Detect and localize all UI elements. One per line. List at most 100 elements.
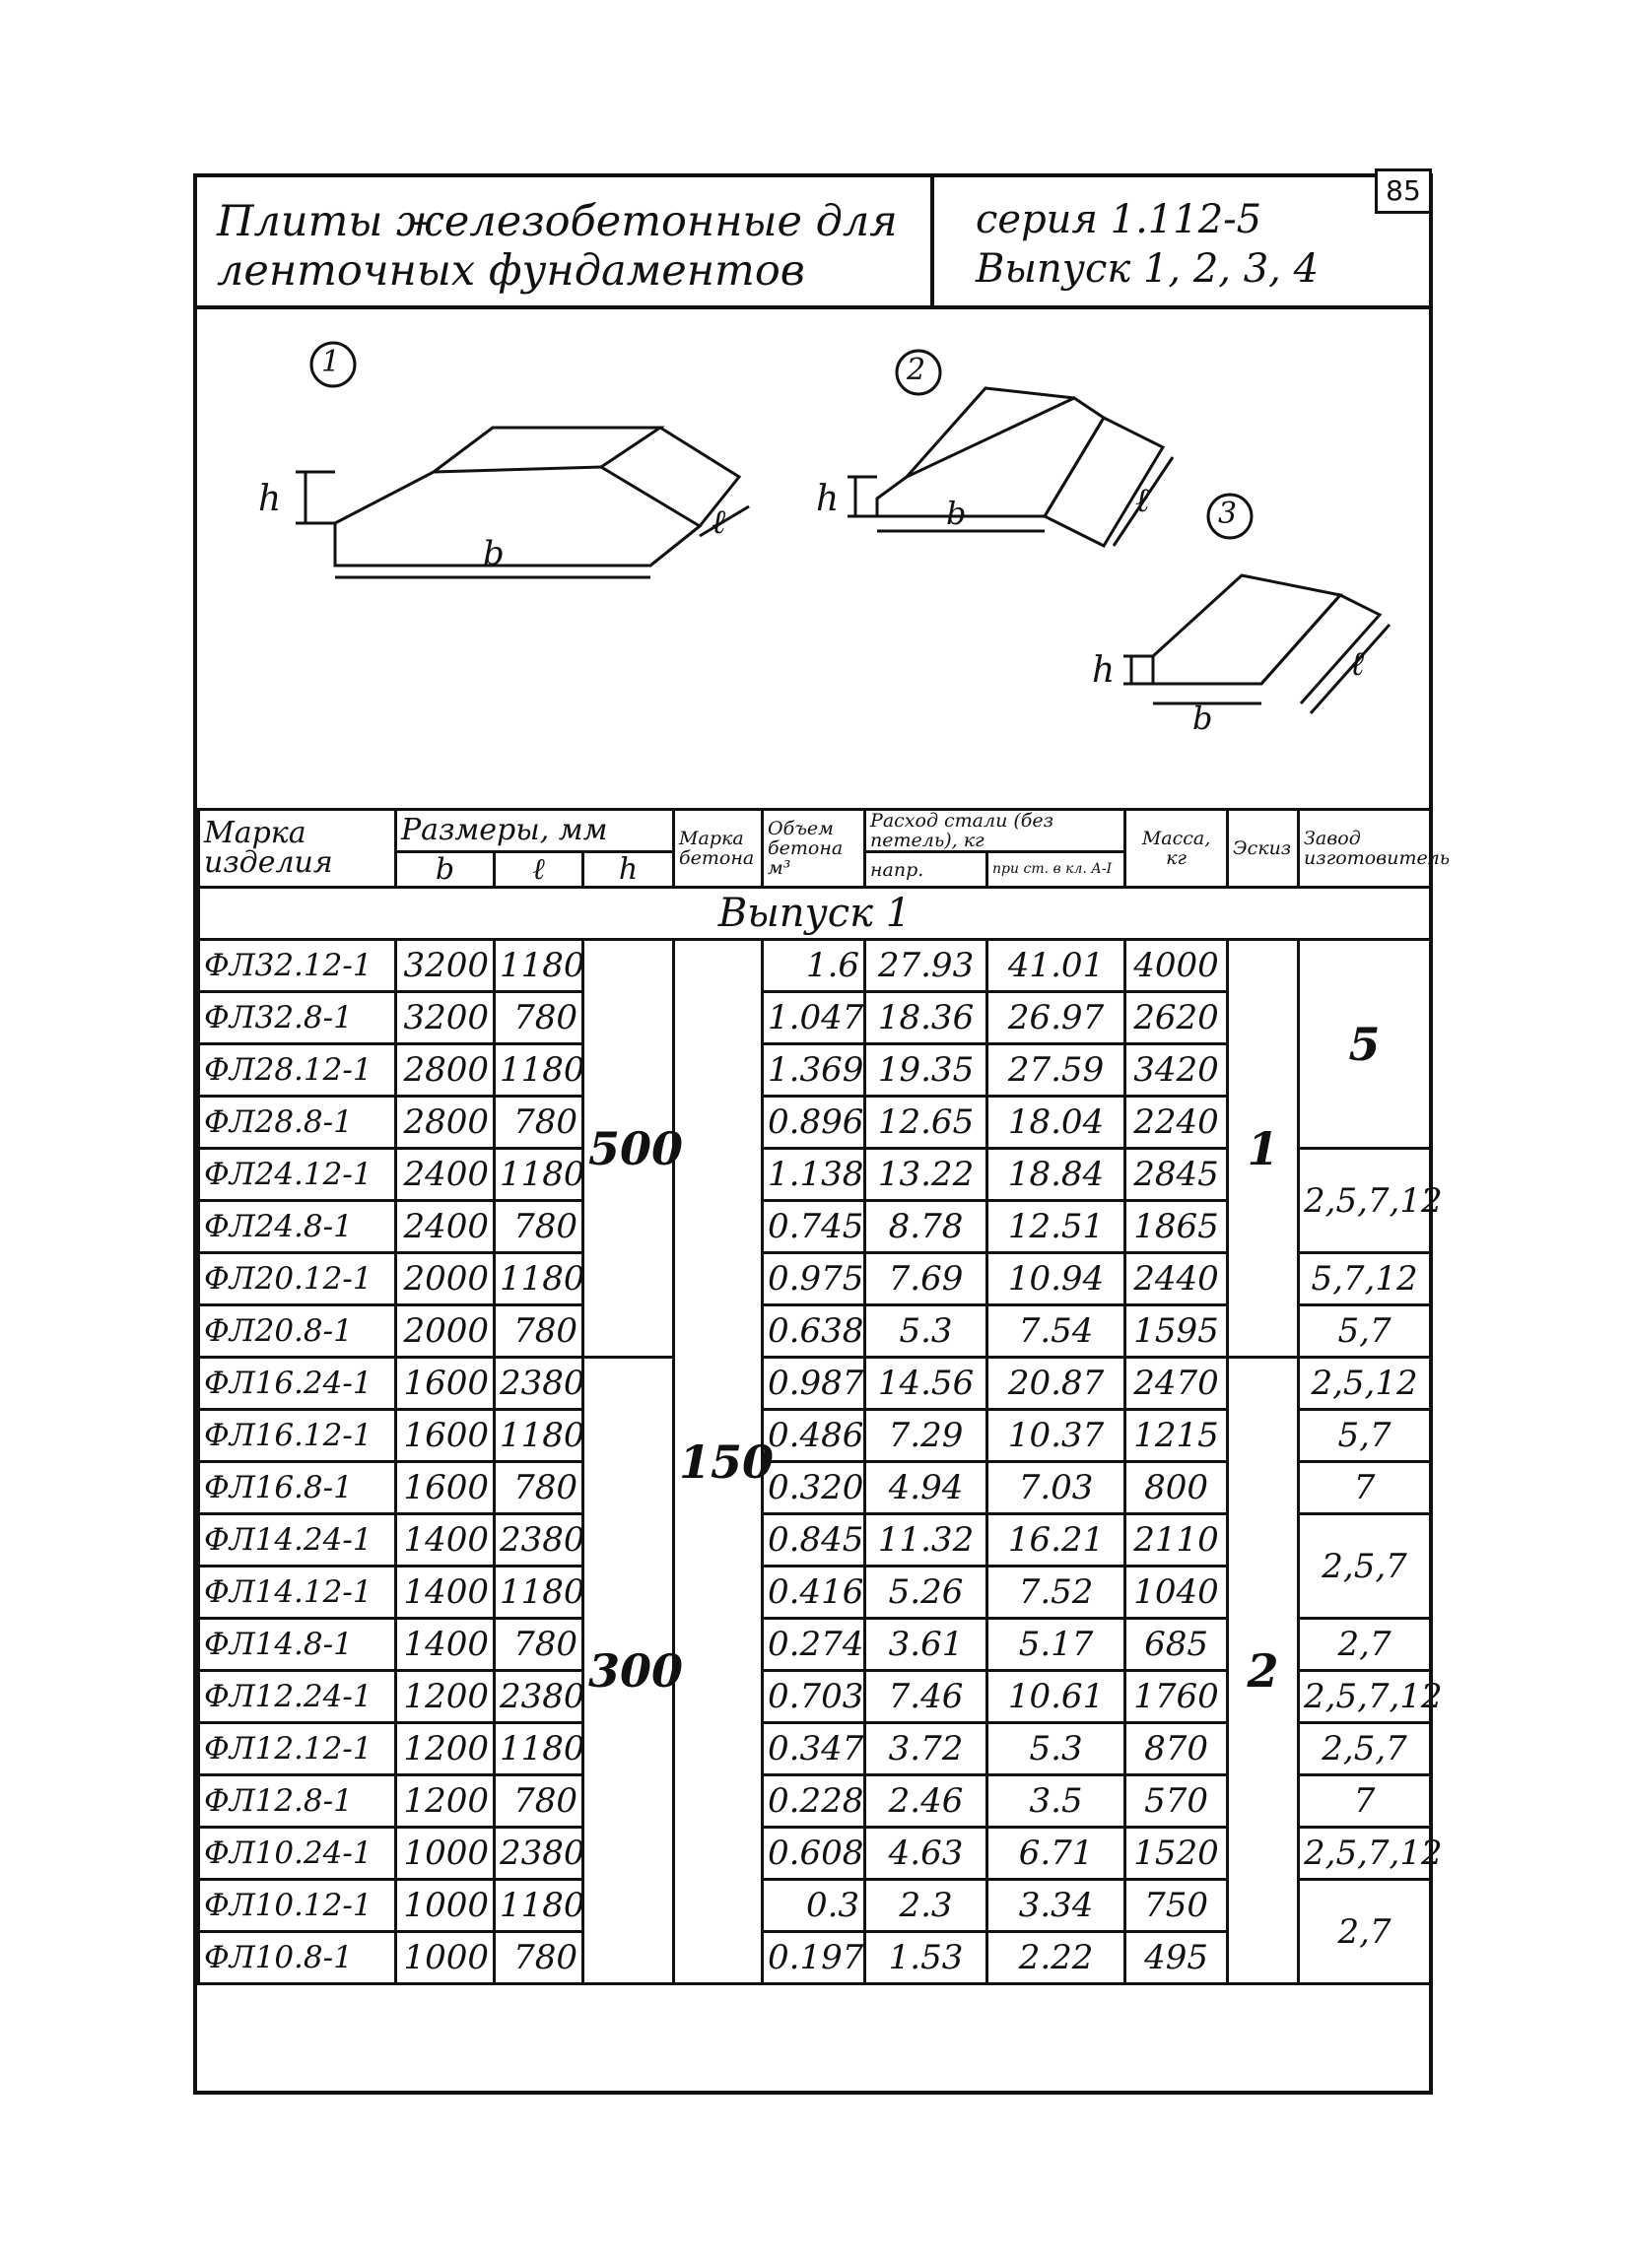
header-steel: Расход стали (без петель), кг [863, 808, 1127, 853]
sketch-1-l-label: ℓ [712, 502, 726, 542]
cell-mass: 3420 [1123, 1042, 1230, 1098]
drawing-sheet: Плиты железобетонные для ленточных фунда… [193, 173, 1450, 2095]
cell-steel-b: 12.51 [985, 1199, 1127, 1254]
cell-b: 1200 [394, 1773, 496, 1829]
cell-steel-a: 11.32 [863, 1512, 989, 1568]
cell-mass: 1040 [1123, 1565, 1230, 1620]
cell-steel-b: 5.3 [985, 1721, 1127, 1776]
cell-steel-a: 2.46 [863, 1773, 989, 1829]
cell-sketch: 2 [1226, 1356, 1301, 1985]
sketch-area: 1 h b ℓ 2 h b ℓ 3 h b ℓ [197, 309, 1429, 808]
cell-l: 1180 [493, 1878, 585, 1933]
cell-mass: 870 [1123, 1721, 1230, 1776]
cell-plant: 2,5,7 [1297, 1721, 1433, 1776]
cell-b: 1400 [394, 1617, 496, 1672]
cell-mass: 570 [1123, 1773, 1230, 1829]
sketch-3-number: 3 [1218, 497, 1238, 531]
section-title: Выпуск 1 [196, 886, 1433, 941]
cell-mark: ФЛ28.12-1 [197, 1042, 397, 1098]
cell-volume: 0.274 [761, 1617, 867, 1672]
header-mark: Марка изделия [197, 808, 397, 889]
cell-mass: 2845 [1123, 1147, 1230, 1202]
cell-plant: 2,5,7,12 [1297, 1147, 1443, 1254]
title-line-1: Плиты железобетонные для [217, 197, 898, 246]
cell-plant: 7 [1297, 1460, 1433, 1515]
cell-b: 1600 [394, 1460, 496, 1515]
cell-b: 3200 [394, 938, 496, 993]
cell-steel-b: 10.94 [985, 1251, 1127, 1306]
cell-steel-b: 18.04 [985, 1095, 1127, 1150]
cell-mass: 4000 [1123, 938, 1230, 993]
sketch-2-l-label: ℓ [1135, 481, 1150, 520]
cell-volume: 0.320 [761, 1460, 867, 1515]
sketch-1-b-label: b [483, 534, 505, 573]
cell-mass: 750 [1123, 1878, 1230, 1933]
cell-volume: 0.416 [761, 1565, 867, 1620]
cell-mass: 2240 [1123, 1095, 1230, 1150]
cell-steel-b: 3.5 [985, 1773, 1127, 1829]
page-number: 85 [1375, 168, 1432, 214]
cell-steel-a: 7.69 [863, 1251, 989, 1306]
cell-steel-a: 5.3 [863, 1303, 989, 1359]
cell-steel-b: 10.37 [985, 1408, 1127, 1463]
cell-l: 1180 [493, 938, 585, 993]
cell-b: 1600 [394, 1356, 496, 1411]
spec-table: Марка изделия Размеры, мм Марка бетона О… [196, 808, 1450, 1985]
cell-steel-a: 19.35 [863, 1042, 989, 1098]
cell-plant: 5,7 [1297, 1303, 1433, 1359]
cell-mass: 2620 [1123, 990, 1230, 1045]
cell-mass: 800 [1123, 1460, 1230, 1515]
title-line-2: ленточных фундаментов [217, 246, 805, 296]
cell-mark: ФЛ12.12-1 [197, 1721, 397, 1776]
cell-steel-a: 7.46 [863, 1669, 989, 1724]
title-block: Плиты железобетонные для ленточных фунда… [197, 177, 1429, 309]
cell-plant: 2,5,12 [1297, 1356, 1433, 1411]
cell-b: 2800 [394, 1042, 496, 1098]
issue-label: Выпуск 1, 2, 3, 4 [976, 246, 1320, 292]
sketch-2-number-circle [895, 349, 942, 396]
cell-volume: 0.3 [761, 1878, 867, 1933]
cell-volume: 0.896 [761, 1095, 867, 1150]
cell-l: 780 [493, 1930, 584, 1985]
cell-mass: 2470 [1123, 1356, 1230, 1411]
cell-plant: 2,5,7 [1297, 1512, 1433, 1620]
cell-plant: 5,7,12 [1297, 1251, 1433, 1306]
header-dims: Размеры, мм [393, 808, 676, 853]
cell-l: 780 [493, 1095, 584, 1150]
header-volume: Объем бетона м³ [761, 808, 867, 889]
cell-mark: ФЛ10.12-1 [197, 1878, 397, 1933]
sketch-1-plate [296, 341, 750, 579]
cell-steel-b: 5.17 [985, 1617, 1127, 1672]
cell-mark: ФЛ12.8-1 [197, 1773, 397, 1829]
cell-mark: ФЛ20.8-1 [197, 1303, 397, 1359]
cell-l: 780 [493, 1617, 584, 1672]
cell-b: 2800 [394, 1095, 496, 1150]
cell-steel-b: 27.59 [985, 1042, 1127, 1098]
cell-steel-a: 18.36 [863, 990, 989, 1045]
cell-plant: 5,7 [1297, 1408, 1433, 1463]
series-label: серия 1.112-5 [976, 197, 1262, 242]
cell-volume: 0.638 [761, 1303, 867, 1359]
cell-b: 1200 [394, 1721, 496, 1776]
cell-b: 1400 [394, 1565, 496, 1620]
cell-l: 1180 [493, 1147, 585, 1202]
cell-mark: ФЛ32.12-1 [197, 938, 397, 993]
cell-steel-b: 3.34 [985, 1878, 1127, 1933]
cell-b: 2400 [394, 1147, 496, 1202]
cell-steel-b: 16.21 [985, 1512, 1127, 1568]
cell-volume: 0.745 [761, 1199, 867, 1254]
cell-plant: 2,5,7,12 [1297, 1826, 1443, 1881]
cell-steel-b: 6.71 [985, 1826, 1127, 1881]
cell-steel-a: 5.26 [863, 1565, 989, 1620]
spec-table-area: Марка изделия Размеры, мм Марка бетона О… [196, 808, 1450, 1985]
sketch-3-h-label: h [1092, 650, 1116, 691]
sketches-drawing [296, 341, 1391, 714]
cell-mark: ФЛ24.12-1 [197, 1147, 397, 1202]
sketch-3-b-label: b [1192, 700, 1213, 737]
